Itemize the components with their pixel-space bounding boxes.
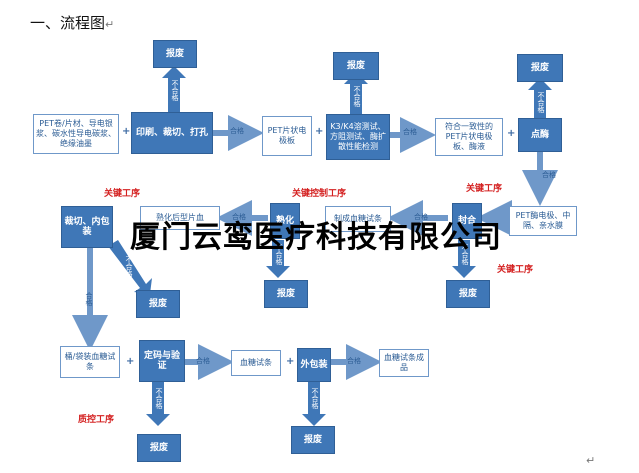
label-qualified-4: 合格	[232, 213, 246, 221]
label-key-control: 关键控制工序	[292, 189, 347, 199]
node-center-light: 制成血糖试条	[325, 206, 391, 232]
node-code-verify: 定码与验证	[139, 340, 185, 382]
label-not-qualified-2: 不合格	[353, 86, 361, 107]
node-pet-tape: PET酶电极、中隔、亲水膜	[509, 206, 577, 236]
node-strip-final: 血糖试条成品	[379, 349, 429, 377]
heading-text: 一、流程图	[30, 14, 106, 32]
node-cut-pack: 裁切、内包装	[61, 206, 113, 248]
label-not-qualified-7: 不合格	[155, 388, 163, 409]
node-dispense: 点酶	[518, 118, 562, 152]
node-enzyme-board: 符合一致性的PET片状电极板、酶液	[435, 118, 503, 156]
plus-sign-3: +	[507, 128, 516, 139]
reject-box-6: 报废	[446, 280, 490, 308]
node-left-mid: 熟化后型片血	[140, 206, 220, 230]
paragraph-mark-end-icon: ↵	[586, 454, 596, 467]
reject-box-7: 报废	[137, 434, 181, 462]
label-not-qualified-4: 不合格	[125, 256, 133, 277]
company-watermark: 厦门云鸾医疗科技有限公司	[130, 220, 502, 255]
node-raw-materials: PET卷/片材、导电银浆、碳水性导电碳浆、绝缘油墨	[33, 114, 119, 154]
label-key-process-1: 关键工序	[104, 189, 141, 199]
label-not-qualified-8: 不合格	[311, 388, 319, 409]
reject-box-2: 报废	[333, 52, 379, 80]
plus-sign-2: +	[315, 126, 324, 137]
label-qc-process: 质控工序	[78, 415, 115, 425]
plus-sign-1: +	[122, 126, 131, 137]
plus-sign-4: +	[126, 356, 135, 367]
label-key-process-2: 关键工序	[466, 184, 503, 194]
reject-box-1: 报废	[153, 40, 197, 68]
label-qualified-3: 合格	[542, 171, 556, 179]
page-heading: 一、流程图↵	[30, 12, 114, 33]
label-qualified-7: 合格	[196, 357, 210, 365]
label-qualified-2: 合格	[403, 128, 417, 136]
label-key-process-3: 关键工序	[497, 265, 534, 275]
paragraph-mark-icon: ↵	[105, 18, 115, 31]
plus-sign-5: +	[286, 356, 295, 367]
node-right-dark: 封合	[452, 203, 482, 239]
node-pet-board: PET片状电极板	[262, 116, 312, 156]
reject-box-4: 报废	[136, 290, 180, 318]
label-qualified-8: 合格	[347, 357, 361, 365]
label-qualified-6: 合格	[85, 292, 93, 306]
node-bag: 桶/袋装血糖试条	[60, 346, 120, 378]
node-print: 印刷、裁切、打孔	[131, 112, 213, 154]
label-not-qualified-3: 不合格	[537, 92, 545, 113]
label-not-qualified-1: 不合格	[171, 80, 179, 101]
reject-box-3: 报废	[517, 54, 563, 82]
node-outer-pack: 外包装	[297, 348, 331, 382]
label-not-qualified-5: 不合格	[275, 244, 283, 265]
reject-box-8: 报废	[291, 426, 335, 454]
node-strip-1: 血糖试条	[231, 350, 281, 376]
label-not-qualified-6: 不合格	[461, 244, 469, 265]
node-center-dark: 熟化	[270, 203, 300, 239]
node-test: K3/K4溶测试、方阻测试、酶扩散性能检测	[326, 114, 390, 160]
label-qualified-1: 合格	[230, 127, 244, 135]
reject-box-5: 报废	[264, 280, 308, 308]
label-qualified-5: 合格	[414, 213, 428, 221]
